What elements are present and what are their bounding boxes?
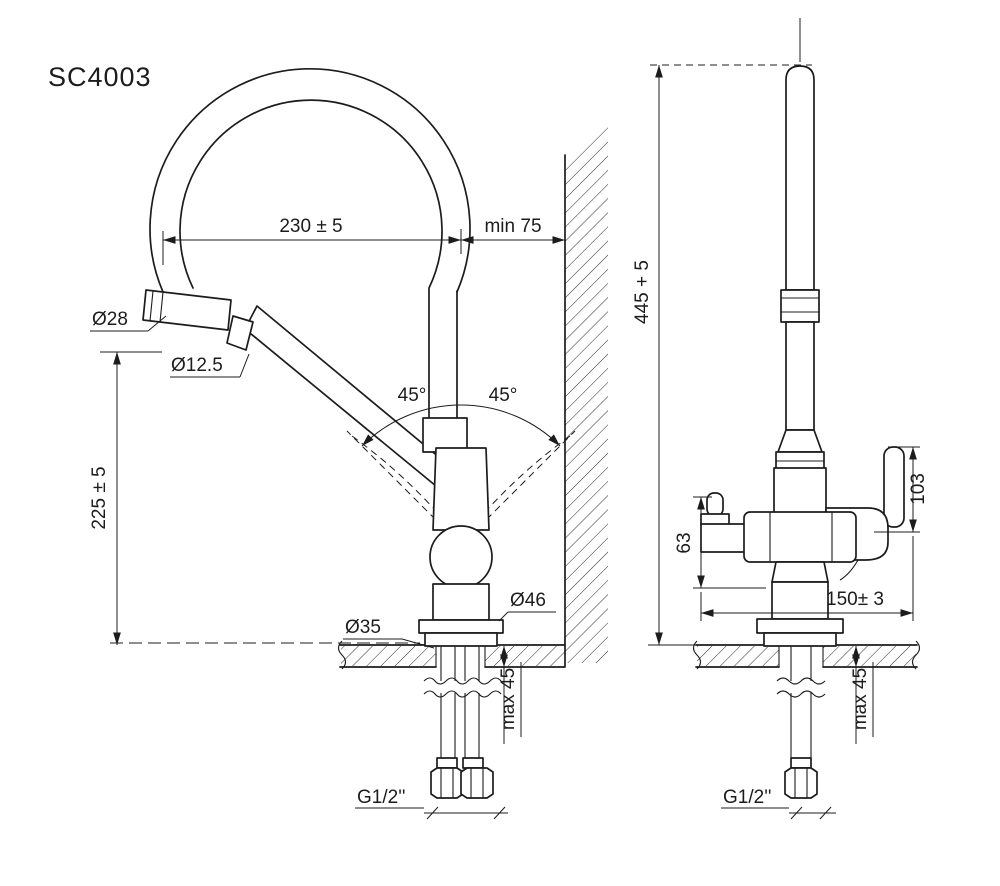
- dim-spout-height: 225 ± 5: [89, 466, 110, 529]
- thread-fitting: [784, 767, 818, 799]
- base-gasket: [424, 632, 498, 647]
- thread-fitting: [430, 767, 464, 799]
- left-shoulder: [700, 523, 746, 553]
- lever-handle: [883, 446, 905, 528]
- dim-thread-side: G1/2'': [357, 787, 405, 808]
- dim-body-depth: 150± 3: [826, 589, 884, 610]
- spout-column: [785, 65, 815, 291]
- counter-hatch-right: [485, 646, 565, 666]
- dim-side-outlet-height: 63: [674, 532, 695, 553]
- faucet-side: [142, 68, 504, 799]
- dim-handle-height: 103: [908, 473, 929, 505]
- upper-body: [773, 467, 827, 517]
- model-label: SC4003: [48, 62, 152, 92]
- dim-base-diameter: Ø46: [510, 590, 546, 611]
- supply-hoses-side: [423, 646, 502, 799]
- dim-hole-diameter: Ø35: [345, 617, 381, 638]
- body-neck: [432, 447, 490, 531]
- wall-section: [564, 115, 608, 667]
- faucet-front: [700, 65, 905, 799]
- gooseneck-outer: [149, 68, 471, 293]
- neck-taper: [777, 429, 823, 453]
- wall-hatch: [565, 115, 608, 663]
- dim-head-diameter: Ø28: [92, 309, 128, 330]
- counter-hatch-left: [697, 646, 779, 666]
- dimensions-side: 230 ± 5 min 75 Ø28 Ø12.5 45° 45° 225 ± 5…: [89, 216, 565, 820]
- dim-overall-height: 445 + 5: [632, 260, 653, 324]
- spout-collar: [422, 417, 468, 453]
- thread-fitting: [460, 767, 494, 799]
- spray-nozzle: [226, 315, 254, 351]
- dim-max-deck-side: max 45: [498, 668, 519, 730]
- counter-break-edge: [337, 640, 347, 670]
- dim-spout-reach: 230 ± 5: [279, 216, 342, 237]
- base-flange: [418, 619, 504, 634]
- counter-hatch-right: [823, 646, 916, 666]
- supply-hose-front: [776, 646, 826, 799]
- spout-joint-ring: [780, 289, 820, 323]
- base-flange: [756, 618, 844, 634]
- front-view: 445 + 5 63 103 150± 3 max 45 G1/2'': [632, 18, 929, 820]
- dimensions-front: 445 + 5 63 103 150± 3 max 45 G1/2'': [632, 65, 929, 820]
- dim-nozzle-diameter: Ø12.5: [171, 355, 223, 376]
- spray-head: [142, 289, 232, 331]
- pivot-joint: [429, 525, 493, 589]
- dim-swivel-right: 45°: [489, 385, 518, 406]
- body-base: [432, 583, 490, 621]
- dim-max-deck-front: max 45: [850, 668, 871, 730]
- mixer-body: [743, 511, 857, 563]
- base-gasket: [763, 632, 837, 647]
- dim-wall-clearance: min 75: [484, 216, 541, 237]
- dim-swivel-left: 45°: [398, 385, 427, 406]
- counter-hatch-left: [341, 646, 436, 666]
- gooseneck-inner: [179, 99, 443, 289]
- side-view: 230 ± 5 min 75 Ø28 Ø12.5 45° 45° 225 ± 5…: [89, 68, 608, 820]
- filter-handle: [706, 492, 724, 517]
- dim-thread-front: G1/2'': [723, 787, 771, 808]
